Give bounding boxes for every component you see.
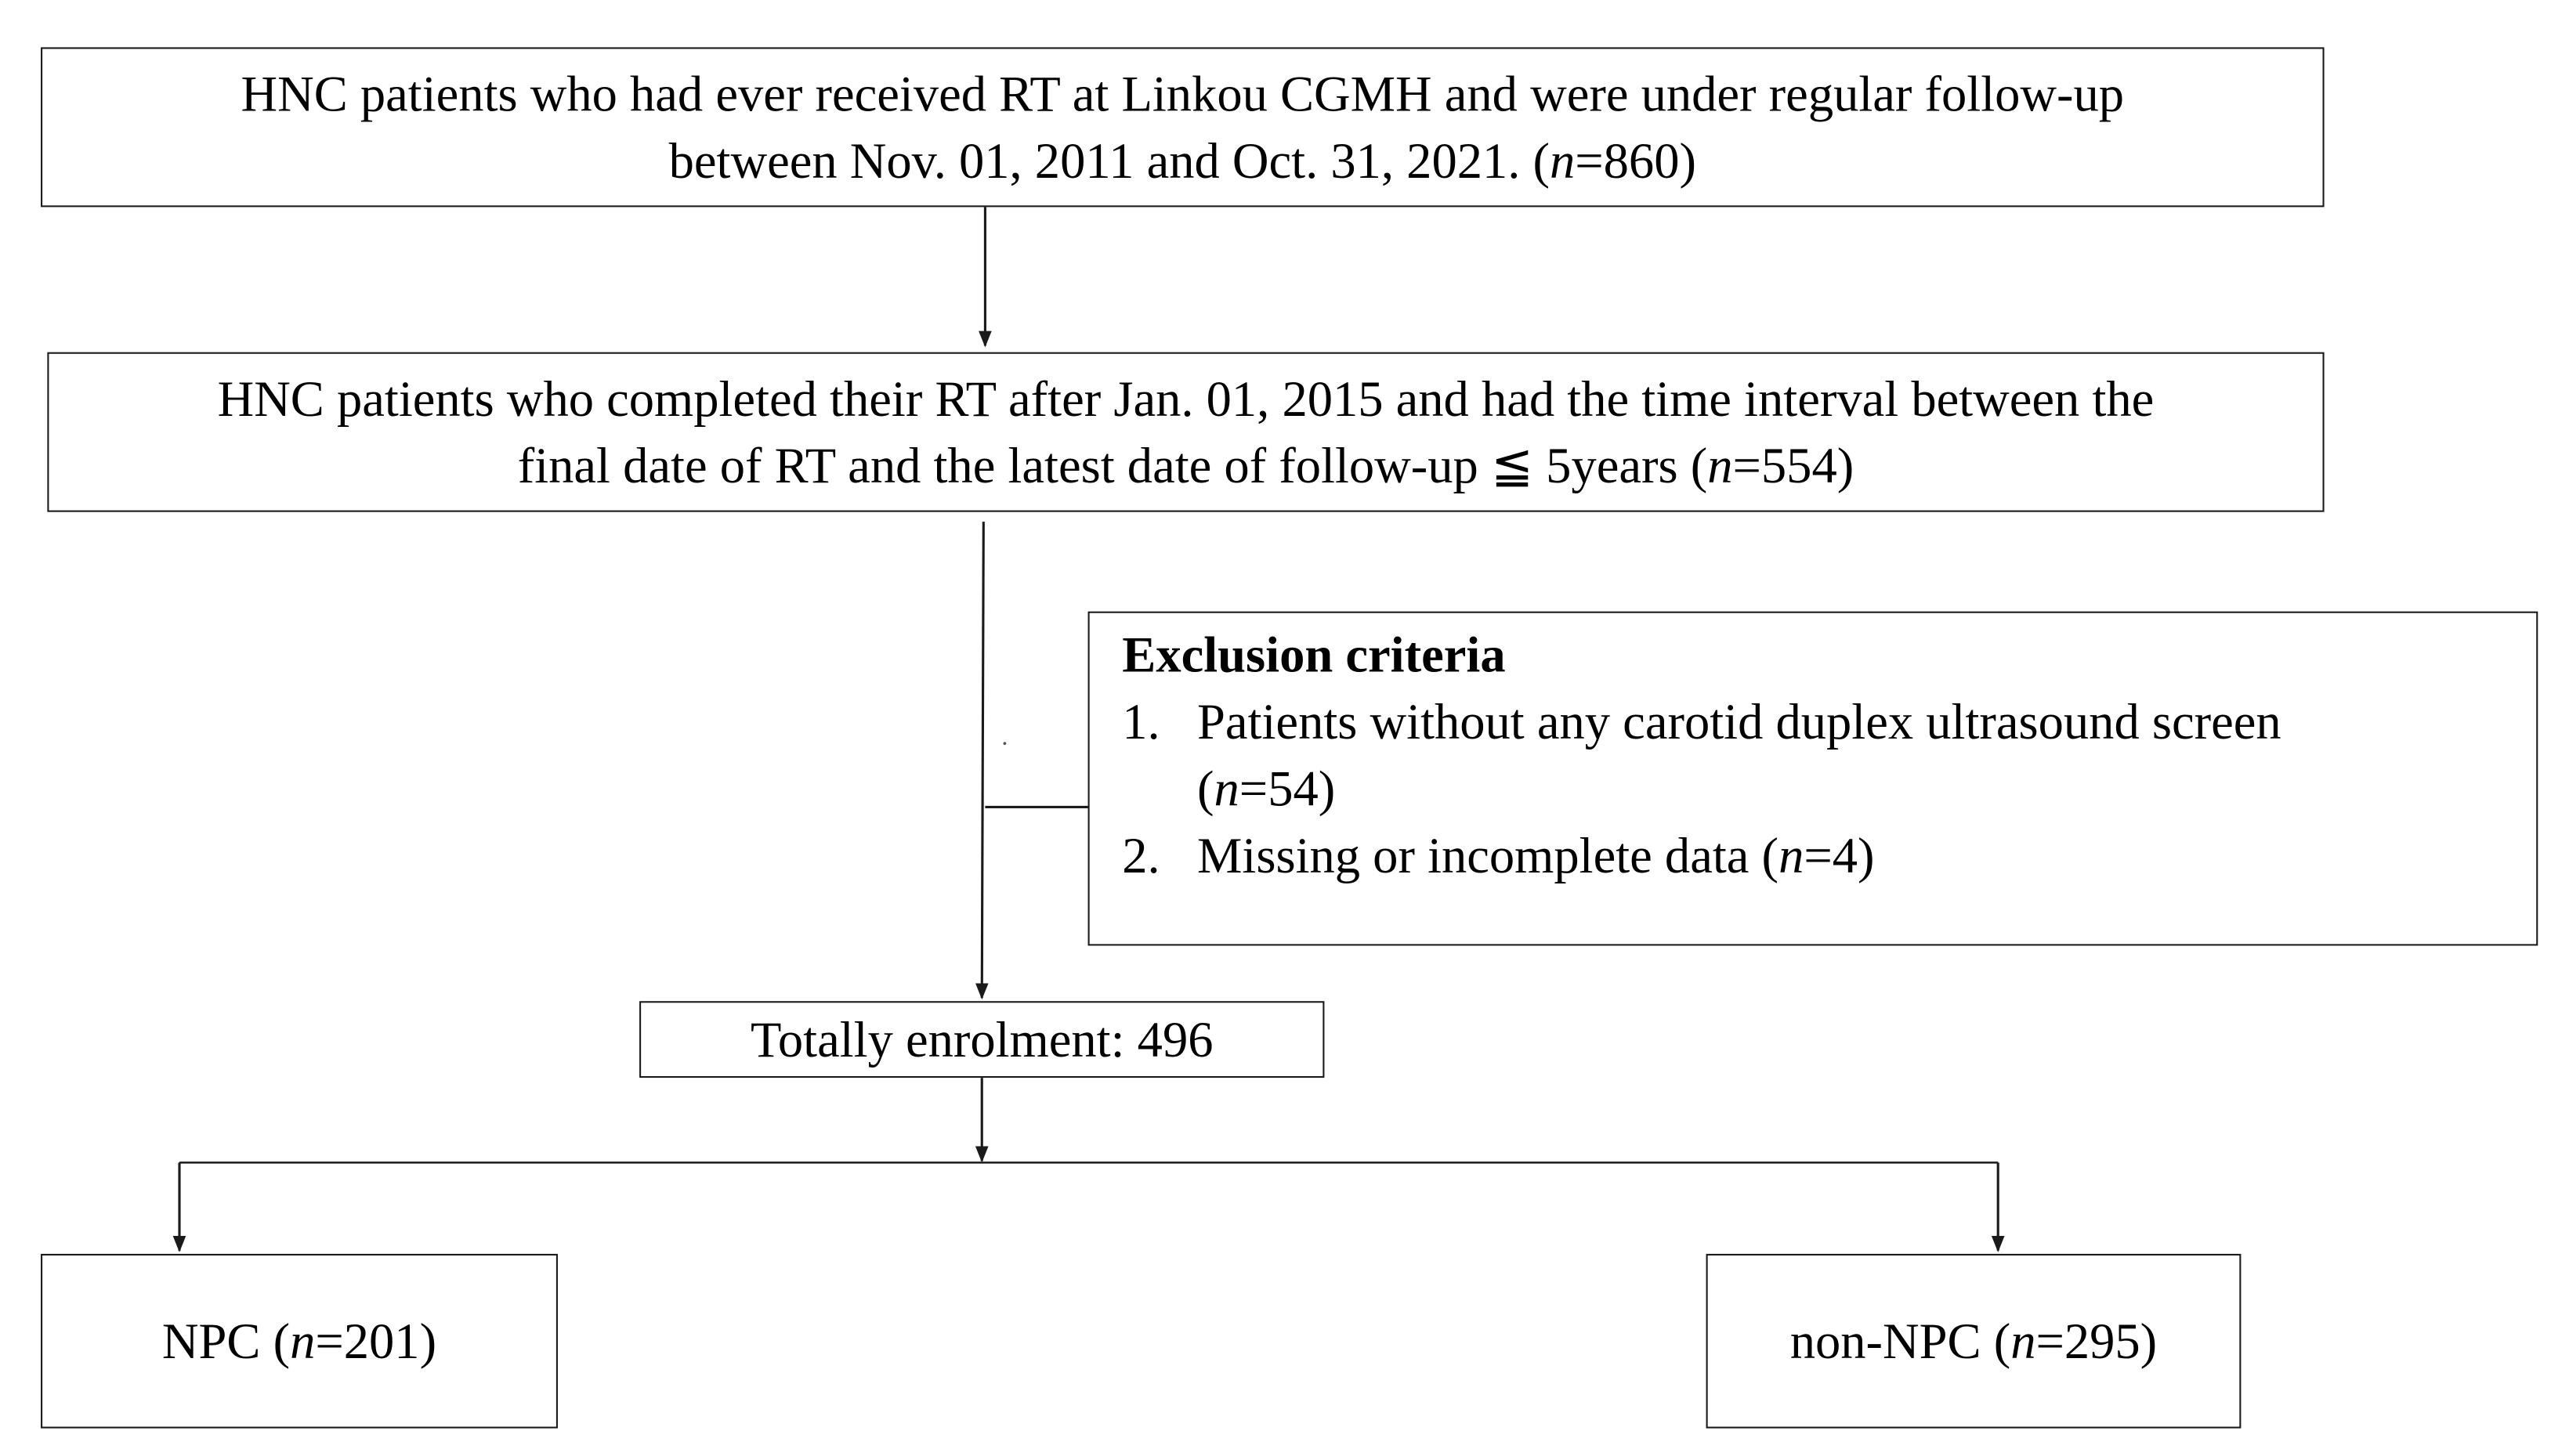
non-npc-prefix: non-NPC ( [1789,1312,2011,1370]
exclusion-item-2-body: Missing or incomplete data (n=4) [1197,822,1874,888]
exclusion-item-2: 2. Missing or incomplete data (n=4) [1122,822,2536,888]
filtered-cohort-line-1: HNC patients who completed their RT afte… [217,370,2155,428]
exclusion-item-2-count: =4) [1804,826,1875,884]
exclusion-item-1-number: 1. [1122,692,1160,750]
exclusion-item-2-text: Missing or incomplete data ( [1197,826,1779,884]
exclusion-item-1-body: Patients without any carotid duplex ultr… [1197,688,2281,822]
non-npc-count: =295) [2035,1312,2158,1370]
filtered-cohort-box: HNC patients who completed their RT afte… [47,352,2325,512]
non-npc-label: non-NPC (n=295) [1790,1308,2157,1375]
exclusion-item-2-number: 2. [1122,826,1160,884]
npc-count: =201) [315,1312,437,1370]
filtered-cohort-line-2: final date of RT and the latest date of … [518,432,1854,499]
exclusion-item-1-count: =54) [1239,760,1336,817]
initial-cohort-count: =860) [1575,132,1696,190]
filtered-cohort-n-symbol: n [1707,436,1733,494]
stray-dot [1003,742,1007,746]
exclusion-item-1-text: Patients without any carotid duplex ultr… [1197,692,2281,750]
exclusion-item-1-n-symbol: n [1214,760,1239,817]
exclusion-item-1-open: ( [1197,760,1214,817]
exclusion-item-2-n-symbol: n [1778,826,1804,884]
npc-n-symbol: n [290,1312,316,1370]
arrow-filtered-to-enrolment [975,522,989,1000]
initial-cohort-box: HNC patients who had ever received RT at… [41,47,2325,208]
initial-cohort-period: between Nov. 01, 2011 and Oct. 31, 2021.… [668,132,1551,190]
exclusion-criteria-title: Exclusion criteria [1122,626,1506,684]
filtered-cohort-criteria: final date of RT and the latest date of … [517,436,1708,494]
exclusion-criteria-box: Exclusion criteria 1. Patients without a… [1087,611,2538,946]
npc-prefix: NPC ( [161,1312,291,1370]
npc-label: NPC (n=201) [162,1308,436,1375]
npc-box: NPC (n=201) [41,1253,558,1429]
initial-cohort-line-1: HNC patients who had ever received RT at… [241,65,2125,123]
filtered-cohort-count: =554) [1732,436,1854,494]
initial-cohort-line-2: between Nov. 01, 2011 and Oct. 31, 2021.… [669,127,1696,193]
enrolment-label: Totally enrolment: 496 [750,1010,1214,1068]
non-npc-box: non-NPC (n=295) [1706,1253,2242,1429]
enrolment-box: Totally enrolment: 496 [639,1001,1325,1078]
initial-cohort-n-symbol: n [1550,132,1576,190]
exclusion-item-1: 1. Patients without any carotid duplex u… [1122,688,2536,822]
non-npc-n-symbol: n [2010,1312,2036,1370]
